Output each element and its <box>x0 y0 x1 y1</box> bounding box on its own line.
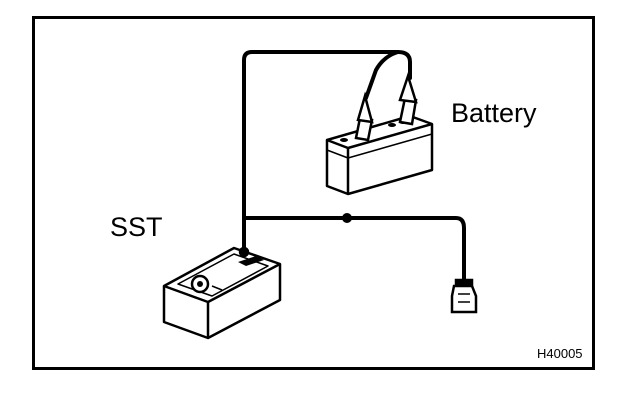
sst-tester <box>162 246 282 340</box>
wire-connector <box>450 278 478 314</box>
battery-label: Battery <box>451 98 537 128</box>
figure-frame <box>32 16 595 370</box>
figure-code: H40005 <box>537 346 583 361</box>
wires <box>242 50 466 284</box>
battery-clamps <box>354 71 418 142</box>
battery-illustration <box>325 114 434 196</box>
sst-label: SST <box>110 212 163 242</box>
